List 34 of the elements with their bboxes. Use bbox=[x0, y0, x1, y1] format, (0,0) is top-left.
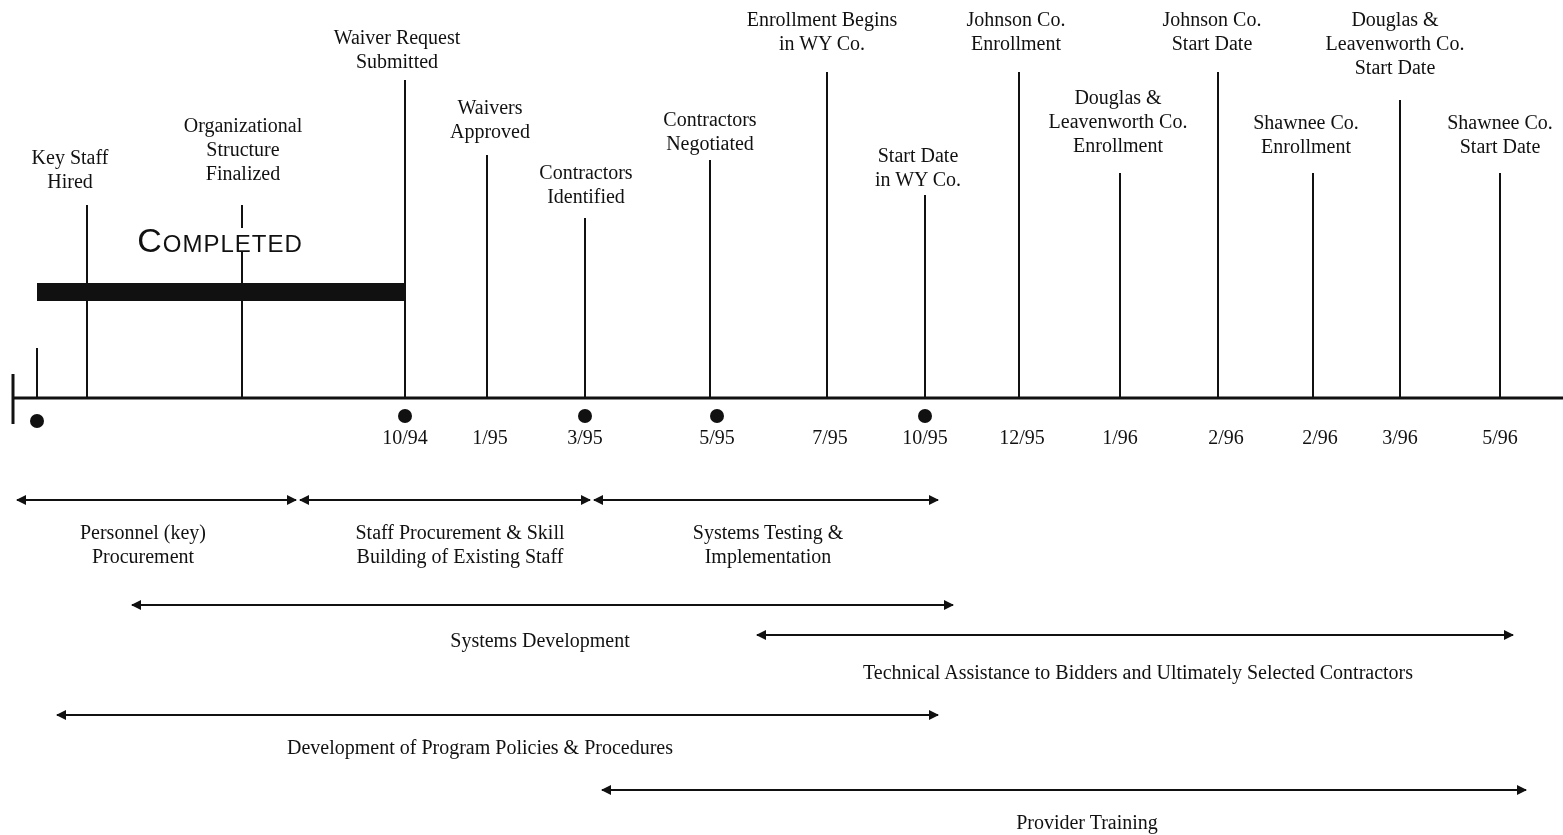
date-label: 2/96 bbox=[1301, 425, 1339, 449]
span-label: Staff Procurement & Skill Building of Existing Staff bbox=[354, 520, 566, 568]
milestone-label: Organizational Structure Finalized bbox=[182, 113, 304, 185]
date-label: 5/95 bbox=[698, 425, 736, 449]
date-label: 12/95 bbox=[998, 425, 1046, 449]
date-label: 3/95 bbox=[566, 425, 604, 449]
completed-bar bbox=[37, 283, 405, 301]
milestone-label: Waiver Request Submitted bbox=[332, 25, 462, 73]
date-label: 10/94 bbox=[381, 425, 429, 449]
milestone-label: Shawnee Co. Start Date bbox=[1446, 110, 1554, 158]
span-label: Provider Training bbox=[1015, 810, 1159, 834]
span-label: Systems Development bbox=[449, 628, 631, 652]
date-label: 3/96 bbox=[1381, 425, 1419, 449]
span-label: Personnel (key) Procurement bbox=[78, 520, 208, 568]
milestone-label: Key Staff Hired bbox=[30, 145, 110, 193]
milestone-label: Contractors Identified bbox=[538, 160, 634, 208]
milestone-label: Shawnee Co. Enrollment bbox=[1252, 110, 1360, 158]
span-label: Development of Program Policies & Procedures bbox=[286, 735, 674, 759]
date-label: 10/95 bbox=[901, 425, 949, 449]
milestone-label: Contractors Negotiated bbox=[662, 107, 758, 155]
date-label: 1/95 bbox=[471, 425, 509, 449]
date-label: 2/96 bbox=[1207, 425, 1245, 449]
date-label: 5/96 bbox=[1481, 425, 1519, 449]
milestone-label: Johnson Co. Enrollment bbox=[965, 7, 1067, 55]
milestone-label: Start Date in WY Co. bbox=[873, 143, 963, 191]
milestone-label: Waivers Approved bbox=[449, 95, 531, 143]
date-label: 7/95 bbox=[811, 425, 849, 449]
span-label: Technical Assistance to Bidders and Ultimately Selected Contractors bbox=[861, 660, 1415, 684]
milestone-label: Douglas & Leavenworth Co. Enrollment bbox=[1047, 85, 1189, 157]
milestone-label: Enrollment Begins in WY Co. bbox=[745, 7, 899, 55]
span-label: Systems Testing & Implementation bbox=[691, 520, 845, 568]
date-label: 1/96 bbox=[1101, 425, 1139, 449]
milestone-label: Johnson Co. Start Date bbox=[1161, 7, 1263, 55]
milestone-label: Douglas & Leavenworth Co. Start Date bbox=[1324, 7, 1466, 79]
